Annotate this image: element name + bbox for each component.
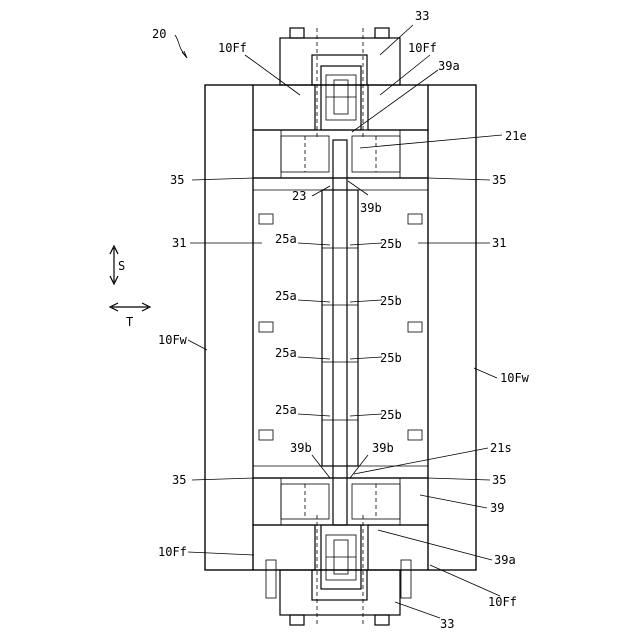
reference-labels: 20 33 10Ff 10Ff 39a 21e 35 35 23 39b 31 … xyxy=(118,9,530,631)
label-10Fw-left: 10Fw xyxy=(158,333,188,347)
label-25b-3: 25b xyxy=(380,351,402,365)
label-39: 39 xyxy=(490,501,504,515)
label-39a-top: 39a xyxy=(438,59,460,73)
top-rollers xyxy=(253,130,428,178)
label-23: 23 xyxy=(292,189,306,203)
label-35-bottom-left: 35 xyxy=(172,473,186,487)
label-25a-2: 25a xyxy=(275,289,297,303)
label-10Ff-top-right: 10Ff xyxy=(408,41,437,55)
label-39b-bottom-left: 39b xyxy=(290,441,312,455)
label-25b-1: 25b xyxy=(380,237,402,251)
label-31-right: 31 xyxy=(492,236,506,250)
frame-walls xyxy=(205,85,476,570)
label-39b-bottom-right: 39b xyxy=(372,441,394,455)
label-ref-20: 20 xyxy=(152,27,166,41)
label-35-bottom-right: 35 xyxy=(492,473,506,487)
label-10Ff-bottom-right: 10Ff xyxy=(488,595,517,609)
label-39b-top: 39b xyxy=(360,201,382,215)
direction-arrows xyxy=(110,246,150,311)
label-10Ff-top-left: 10Ff xyxy=(218,41,247,55)
label-35-top-right: 35 xyxy=(492,173,506,187)
label-25b-4: 25b xyxy=(380,408,402,422)
label-33-bottom: 33 xyxy=(440,617,454,631)
label-21e: 21e xyxy=(505,129,527,143)
label-39a-bottom: 39a xyxy=(494,553,516,567)
label-25b-2: 25b xyxy=(380,294,402,308)
label-25a-4: 25a xyxy=(275,403,297,417)
bottom-bearing-housing xyxy=(266,515,411,625)
label-axis-t: T xyxy=(126,315,133,329)
inner-chamber xyxy=(253,178,428,478)
label-axis-s: S xyxy=(118,259,125,273)
label-31-left: 31 xyxy=(172,236,186,250)
label-35-top-left: 35 xyxy=(170,173,184,187)
label-33-top: 33 xyxy=(415,9,429,23)
label-10Ff-bottom-left: 10Ff xyxy=(158,545,187,559)
top-bearing-housing xyxy=(280,28,400,140)
bottom-rollers xyxy=(253,478,428,525)
label-10Fw-right: 10Fw xyxy=(500,371,530,385)
label-21s: 21s xyxy=(490,441,512,455)
label-25a-1: 25a xyxy=(275,232,297,246)
separator-stack xyxy=(322,140,358,525)
label-25a-3: 25a xyxy=(275,346,297,360)
